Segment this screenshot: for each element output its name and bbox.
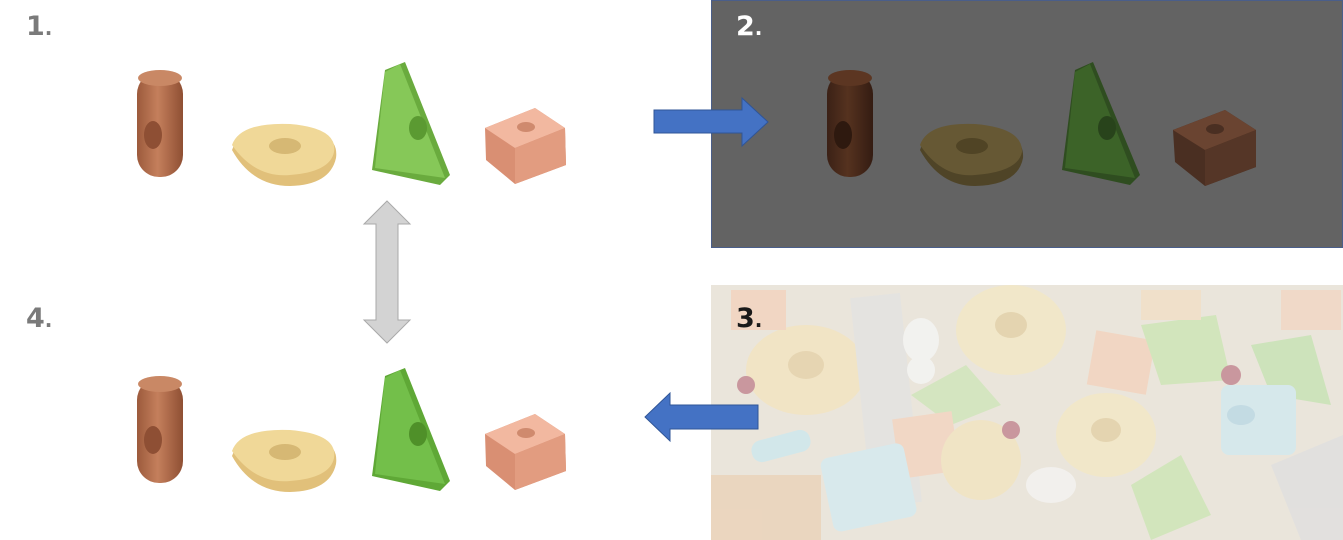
left-arrow	[645, 393, 758, 441]
step-label-1: 1.	[26, 13, 52, 40]
cylinder-piece-dark	[827, 70, 873, 177]
row2-pieces	[827, 62, 1256, 186]
cube-piece	[485, 414, 566, 490]
wedge-piece	[372, 368, 450, 491]
double-arrow	[364, 201, 410, 343]
step-label-3: 3.	[736, 305, 762, 332]
cylinder-piece	[137, 70, 183, 177]
cube-piece-dark	[1173, 110, 1256, 186]
disc-piece	[232, 430, 336, 492]
cube-piece	[485, 108, 566, 184]
step-label-2: 2.	[736, 13, 762, 40]
row1-pieces	[137, 62, 566, 186]
wedge-piece-dark	[1062, 62, 1140, 185]
step-label-4: 4.	[26, 305, 52, 332]
row4-pieces	[137, 368, 566, 492]
disc-piece	[232, 124, 336, 186]
disc-piece-dark	[920, 124, 1023, 186]
right-arrow	[654, 98, 768, 146]
cylinder-piece	[137, 376, 183, 483]
wedge-piece	[372, 62, 450, 185]
